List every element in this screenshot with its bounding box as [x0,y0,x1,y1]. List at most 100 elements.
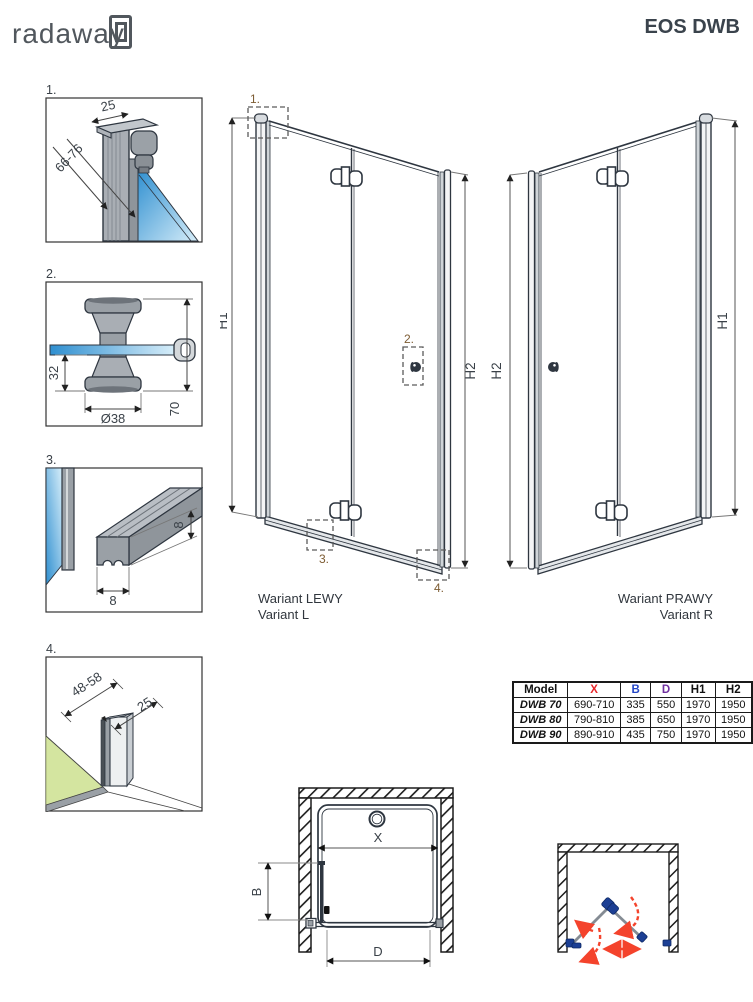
hinge-top-icon [330,166,363,187]
detail-4-label: 4. [46,642,57,656]
cell-d: 750 [650,727,682,744]
detail-markers [247,106,450,581]
svg-text:70: 70 [167,402,182,416]
closing-strip-left [527,170,542,570]
walls [557,843,679,953]
svg-text:H2: H2 [463,362,478,379]
adjustable-wall-profile [100,712,134,788]
spec-row-dwb70: DWB 70 690-710 335 550 1970 1950 [512,697,753,713]
variant-left-diagram: H1 H2 1. 2. 3. 4. [220,92,478,593]
plan-view-diagram: X B D [250,787,454,967]
col-header-h2: H2 [714,681,753,698]
cell-h2: 1950 [714,697,753,713]
dim-h1: H1 [220,117,259,518]
wall-profile-right [695,113,714,519]
dim-h1: H1 [711,117,739,518]
svg-text:B: B [250,888,264,897]
cell-d: 550 [650,697,682,713]
closing-strip-right [437,169,452,569]
variant-right-diagram: H2 H1 [489,113,739,575]
knob-icon [548,362,559,372]
dim-d: D [326,930,431,967]
door-threshold [537,515,703,575]
detail-figure-2: 2. [45,267,203,427]
svg-text:X: X [374,830,383,845]
marker-box-3 [306,519,334,551]
marker-label-2: 2. [404,332,414,346]
door-glass-edges [268,120,440,537]
detail-figure-1: 1. [45,83,203,243]
hinge-bottom-icon [329,500,362,521]
seal-profile-bar [95,486,203,567]
marker-label-1: 1. [250,92,260,106]
svg-text:D: D [373,944,382,959]
cell-b: 435 [619,727,652,744]
cell-model: DWB 70 [512,697,569,713]
col-header-d: D [650,681,682,698]
caption-left-line1: Wariant LEWY [258,591,343,606]
col-header-b: B [619,681,652,698]
radaway-logo-icon [109,15,132,49]
caption-left-line2: Variant L [258,607,310,622]
spec-row-dwb80: DWB 80 790-810 385 650 1970 1950 [512,712,753,728]
dim-h2: H2 [489,172,528,569]
cell-x: 690-710 [567,697,621,713]
marker-box-2 [402,346,424,386]
cell-model: DWB 90 [512,727,569,744]
dim-x: X [317,830,439,852]
cell-b: 385 [619,712,652,728]
svg-text:Ø38: Ø38 [101,411,126,426]
cell-h1: 1970 [680,697,716,713]
floor-and-wall [45,735,203,812]
page-title: EOS DWB [644,16,740,38]
cell-h2: 1950 [714,727,753,744]
dim-32: 32 [46,354,87,392]
cell-b: 335 [619,697,652,713]
spec-table-header-row: Model X B D H1 H2 [512,681,753,698]
cell-x: 890-910 [567,727,621,744]
caption-right-line1: Wariant PRAWY [617,591,713,606]
spec-row-dwb90: DWB 90 890-910 435 750 1970 1950 [512,727,753,744]
cell-h1: 1970 [680,727,716,744]
hinge-bottom-icon [595,500,628,521]
marker-label-4: 4. [434,581,444,593]
detail-2-drawing: 32 Ø38 70 [45,281,203,427]
wall-profile-left [253,113,271,519]
caption-right-line2: Variant R [659,607,713,622]
glass-panel [45,467,75,587]
cell-d: 650 [650,712,682,728]
folded-door-panels [565,897,672,949]
svg-text:H1: H1 [715,312,730,329]
cell-x: 790-810 [567,712,621,728]
dim-8-vertical: 8 [130,507,198,566]
svg-text:H1: H1 [220,312,230,329]
glass-edge-profile [61,467,75,571]
dim-h2: H2 [450,171,478,569]
hinge-top-icon [596,166,629,187]
detail-figure-3: 3. [45,453,203,613]
detail-4-drawing: 48-58 25 [45,656,203,812]
radaway-logo-text: radaway [12,18,125,49]
svg-text:8: 8 [109,593,116,608]
door-knob-plan [324,906,330,914]
caption-variant-right: Wariant PRAWY Variant R [553,591,713,623]
dim-25: 25 [110,694,164,736]
knob-icon [410,362,421,372]
col-header-model: Model [512,681,569,698]
folded-door-plan [305,861,444,929]
svg-text:32: 32 [46,366,61,380]
door-glass-edges [538,120,701,537]
cell-h2: 1950 [714,712,753,728]
spec-table: Model X B D H1 H2 DWB 70 690-710 335 550… [512,681,753,744]
svg-text:8: 8 [171,521,186,528]
detail-2-label: 2. [46,267,57,281]
svg-text:25: 25 [134,694,154,714]
door-swing-diagram [557,843,679,965]
col-header-x: X [567,681,621,698]
detail-1-drawing: 25 66-76 [45,97,203,243]
wall-bracket-right [662,939,672,947]
caption-variant-left: Wariant LEWY Variant L [258,591,343,623]
radaway-logo-icon-inner [114,22,127,42]
col-header-h1: H1 [680,681,716,698]
